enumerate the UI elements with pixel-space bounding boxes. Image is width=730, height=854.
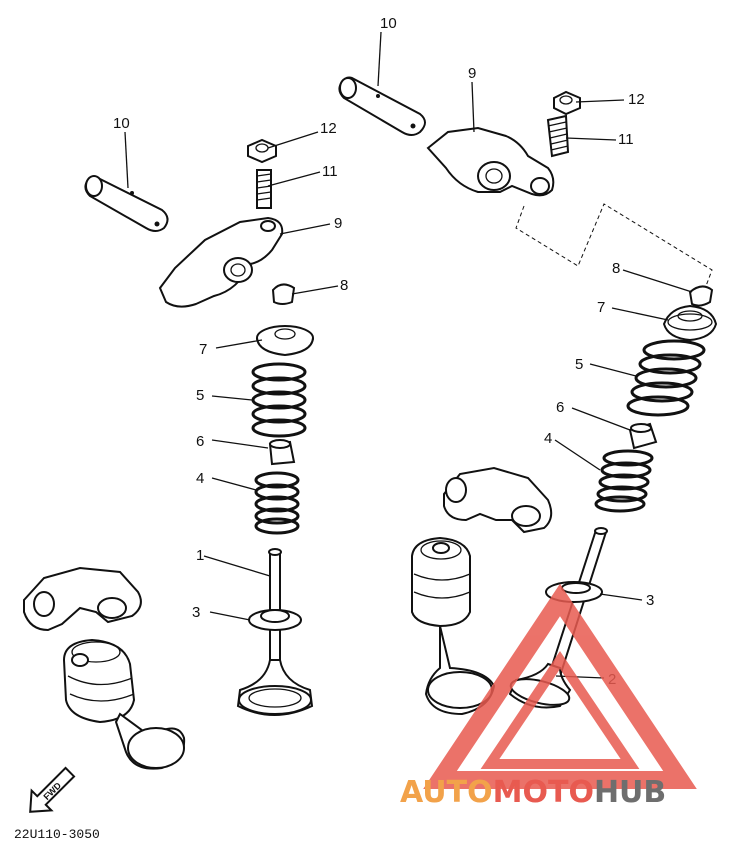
valve-left — [236, 548, 314, 716]
lock-nut-right — [553, 90, 581, 116]
watermark-triangle-icon — [423, 583, 697, 789]
rocker-shaft-left — [84, 175, 169, 232]
adjusting-screw-left — [256, 169, 272, 209]
assembled-valve-left — [62, 638, 186, 770]
adjusting-screw-right — [546, 114, 570, 158]
stem-seal-left — [268, 439, 296, 466]
watermark-logo: AUTOMOTOHUB — [400, 583, 697, 810]
assembled-rocker-right — [443, 466, 553, 534]
outer-spring-right — [626, 339, 706, 417]
spring-retainer-right — [662, 304, 718, 342]
callout-7-right: 7 — [597, 299, 605, 316]
inner-spring-right — [594, 449, 654, 513]
callout-11-left: 11 — [322, 163, 338, 180]
watermark-auto: AUTO — [400, 775, 493, 810]
callout-1: 1 — [196, 547, 204, 564]
callout-12-right: 12 — [628, 91, 645, 108]
watermark-hub: HUB — [594, 775, 666, 810]
stem-seal-right — [628, 422, 658, 450]
callout-8-right: 8 — [612, 260, 620, 277]
callout-3-right: 3 — [646, 592, 654, 609]
assembled-valve-right — [411, 536, 496, 716]
assembly-guide-line — [515, 203, 713, 287]
callout-4-right: 4 — [544, 430, 552, 447]
callout-4-left: 4 — [196, 470, 204, 487]
callout-9-left: 9 — [334, 215, 342, 232]
callout-9-right: 9 — [468, 65, 476, 82]
rocker-shaft-right — [338, 76, 426, 136]
spring-retainer-left — [256, 325, 314, 357]
watermark-text: AUTOMOTOHUB — [400, 775, 666, 810]
valve-guide-ring-left — [248, 609, 302, 631]
callout-3-left: 3 — [192, 604, 200, 621]
callout-11-right: 11 — [618, 131, 634, 148]
valve-cotter-left — [271, 283, 296, 305]
watermark-moto: MOTO — [493, 775, 594, 810]
callout-8-left: 8 — [340, 277, 348, 294]
callout-10-left: 10 — [113, 115, 130, 132]
inner-spring-left — [254, 471, 300, 535]
callout-12-left: 12 — [320, 120, 337, 137]
leader-lines — [124, 31, 693, 679]
forward-direction-arrow: FWD — [29, 766, 76, 813]
rocker-arm-right — [426, 126, 555, 197]
callout-7-left: 7 — [199, 341, 207, 358]
lock-nut-left — [247, 138, 277, 164]
callout-10-right: 10 — [380, 15, 397, 32]
outer-spring-left — [251, 362, 307, 438]
callout-5-left: 5 — [196, 387, 204, 404]
callout-6-right: 6 — [556, 399, 564, 416]
callout-6-left: 6 — [196, 433, 204, 450]
valve-cotter-right — [688, 285, 714, 307]
callout-5-right: 5 — [575, 356, 583, 373]
assembled-rocker-left — [23, 566, 142, 632]
rocker-arm-left — [158, 216, 284, 308]
diagram-code: 22U110-3050 — [14, 827, 100, 842]
